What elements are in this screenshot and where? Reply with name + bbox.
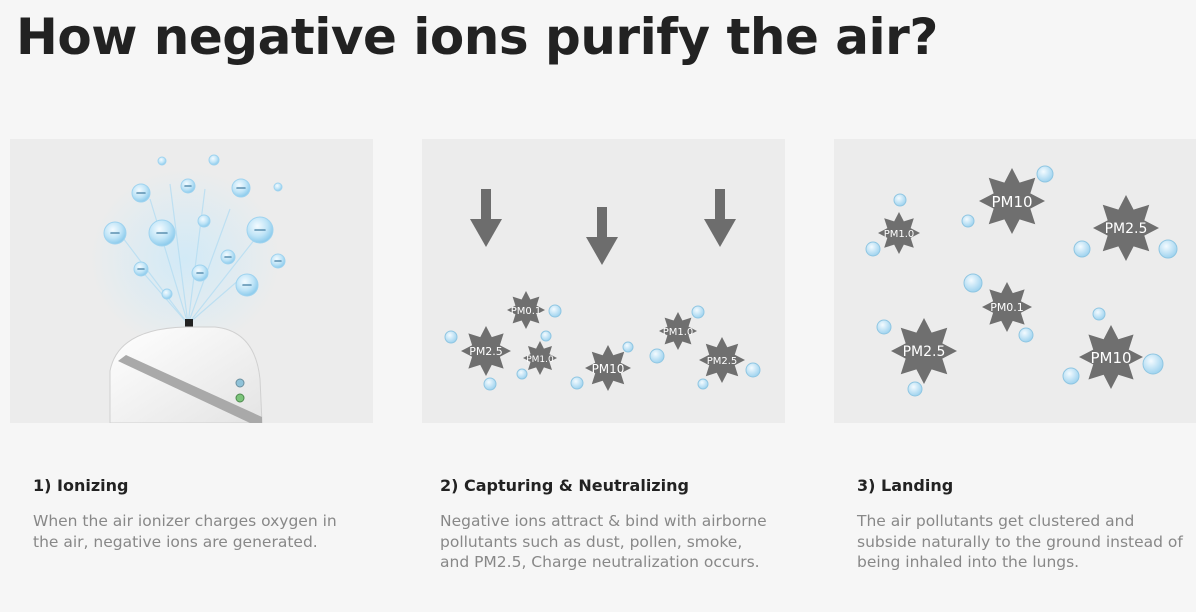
pollutant-label: PM2.5	[1105, 221, 1148, 237]
pollutant-label: PM0.1	[511, 306, 542, 317]
step-2-description: Negative ions attract & bind with airbor…	[440, 512, 767, 571]
step-3-title: 3) Landing	[857, 476, 954, 495]
pollutant-label: PM1.0	[884, 229, 915, 240]
capturing-illustration: PM0.1 PM2.5 PM1.0 PM10 PM1.0 PM2.5	[422, 139, 785, 423]
pollutant-label: PM1.0	[526, 355, 554, 365]
down-arrow-icon	[704, 189, 736, 247]
landing-illustration: PM1.0 PM10 PM2.5 PM0.1 PM2.5 PM10	[834, 139, 1196, 423]
ionizer-device-icon	[90, 154, 286, 423]
page-title: How negative ions purify the air?	[16, 8, 938, 66]
down-arrow-icon	[470, 189, 502, 247]
pollutant-label: PM2.5	[469, 345, 503, 358]
step-1-title: 1) Ionizing	[33, 476, 129, 495]
pollutant-label: PM1.0	[663, 327, 694, 338]
pollutant-label: PM10	[991, 193, 1032, 211]
pollutant-label: PM10	[1090, 349, 1131, 367]
down-arrow-icon	[586, 207, 618, 265]
step-1-description: When the air ionizer charges oxygen in t…	[33, 512, 337, 551]
step-2-title: 2) Capturing & Neutralizing	[440, 476, 689, 495]
step-3-description: The air pollutants get clustered and sub…	[857, 512, 1183, 571]
ionizing-illustration	[10, 139, 373, 423]
pollutant-label: PM0.1	[990, 301, 1024, 314]
pollutant-label: PM2.5	[903, 344, 946, 360]
pollutant-label: PM2.5	[707, 356, 738, 367]
pollutant-label: PM10	[592, 362, 625, 376]
